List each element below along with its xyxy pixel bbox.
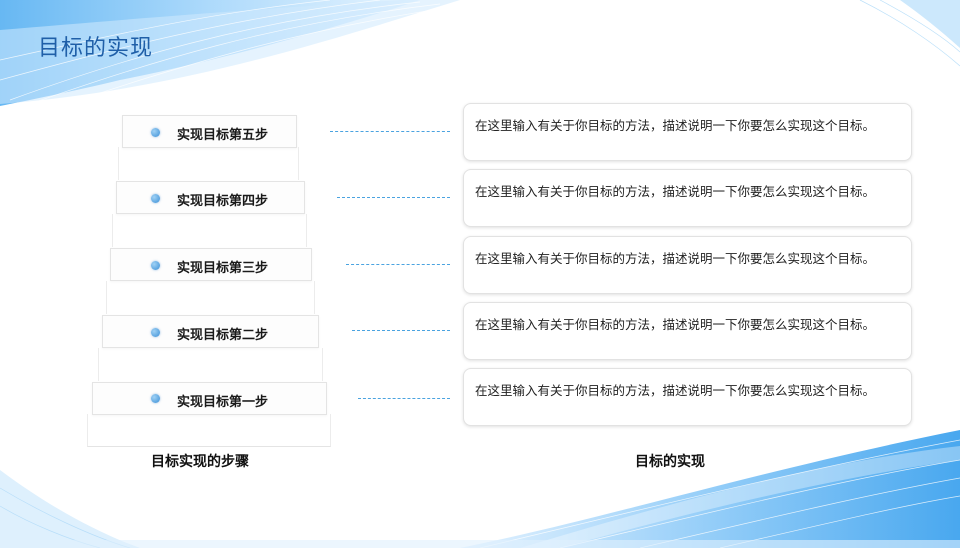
step-3-connector [346,264,450,265]
pyramid-step-2 [102,315,319,348]
step-4-description: 在这里输入有关于你目标的方法，描述说明一下你要怎么实现这个目标。 [475,184,876,199]
slide-title: 目标的实现 [38,36,154,61]
pyramid-gap [98,348,323,381]
step-3-description: 在这里输入有关于你目标的方法，描述说明一下你要怎么实现这个目标。 [475,251,876,266]
pyramid-gap [87,414,331,447]
step-1-label: 实现目标第一步 [177,395,269,410]
step-5-description: 在这里输入有关于你目标的方法，描述说明一下你要怎么实现这个目标。 [475,118,876,133]
pyramid-step-3 [110,248,312,281]
step-2-description: 在这里输入有关于你目标的方法，描述说明一下你要怎么实现这个目标。 [475,317,876,332]
step-2-label: 实现目标第二步 [177,328,269,343]
goals-caption: 目标的实现 [635,454,705,470]
step-1-description: 在这里输入有关于你目标的方法，描述说明一下你要怎么实现这个目标。 [475,383,876,398]
steps-caption: 目标实现的步骤 [151,454,249,470]
step-bullet-icon [151,128,160,137]
step-4-card: 在这里输入有关于你目标的方法，描述说明一下你要怎么实现这个目标。 [463,169,912,227]
step-3-label: 实现目标第三步 [177,261,269,276]
step-5-label: 实现目标第五步 [177,128,269,143]
step-bullet-icon [151,261,160,270]
step-1-card: 在这里输入有关于你目标的方法，描述说明一下你要怎么实现这个目标。 [463,368,912,426]
step-3-card: 在这里输入有关于你目标的方法，描述说明一下你要怎么实现这个目标。 [463,236,912,294]
pyramid-step-4 [116,181,305,214]
pyramid-step-1 [92,382,327,415]
step-2-connector [352,330,450,331]
step-5-connector [330,131,450,132]
step-5-card: 在这里输入有关于你目标的方法，描述说明一下你要怎么实现这个目标。 [463,103,912,161]
pyramid-gap [106,281,315,314]
step-2-card: 在这里输入有关于你目标的方法，描述说明一下你要怎么实现这个目标。 [463,302,912,360]
pyramid-step-5 [122,115,297,148]
step-4-connector [337,197,450,198]
step-bullet-icon [151,194,160,203]
step-bullet-icon [151,328,160,337]
step-bullet-icon [151,394,160,403]
step-4-label: 实现目标第四步 [177,194,269,209]
pyramid-gap [112,214,307,247]
step-1-connector [358,398,450,399]
pyramid-gap [118,147,299,180]
